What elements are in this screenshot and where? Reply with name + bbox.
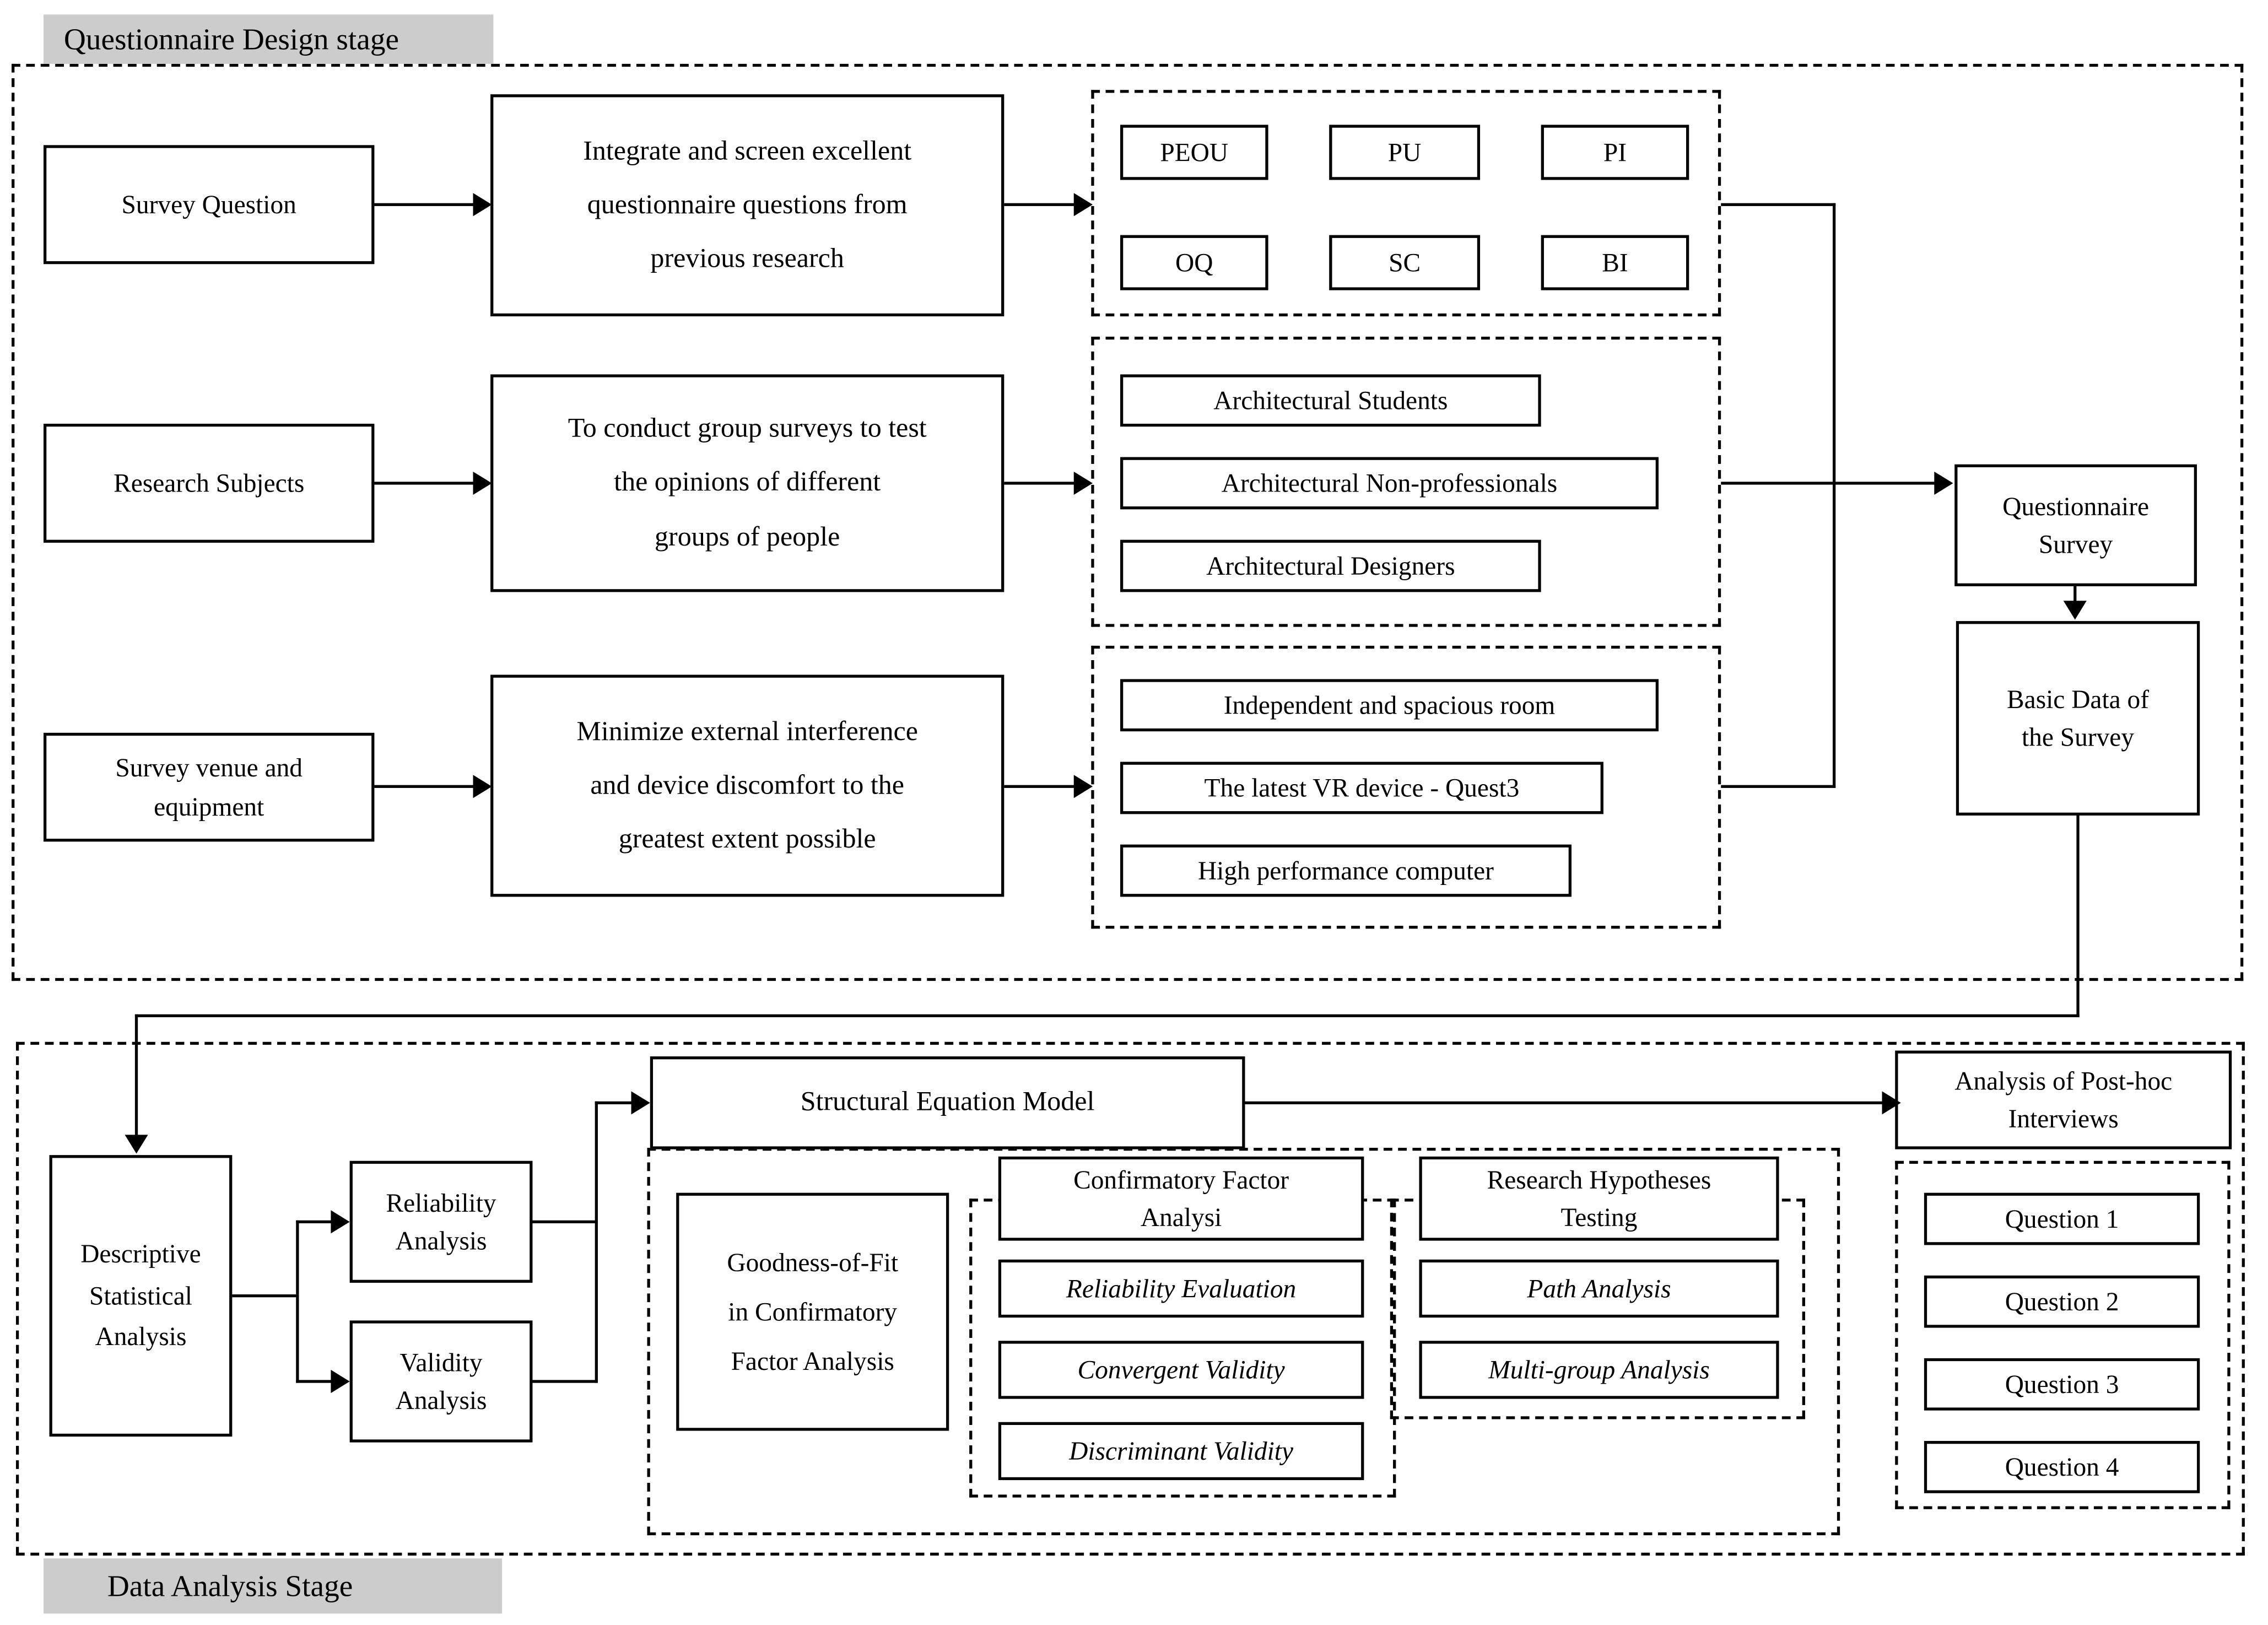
equipment-room: Independent and spacious room	[1120, 679, 1659, 732]
construct-sc: SC	[1329, 235, 1481, 290]
connector	[374, 482, 476, 485]
posthoc-interviews-box: Analysis of Post-hoc Interviews	[1895, 1050, 2232, 1149]
connector	[134, 1014, 138, 1138]
connector	[1004, 203, 1077, 206]
validity-analysis-box: Validity Analysis	[349, 1320, 533, 1443]
construct-bi: BI	[1541, 235, 1689, 290]
reliability-analysis-box: Reliability Analysis	[349, 1160, 533, 1283]
connector	[296, 1380, 333, 1383]
arrowhead-right	[1073, 193, 1093, 217]
arrowhead-down	[2063, 601, 2087, 620]
group-surveys-box: To conduct group surveys to test the opi…	[490, 374, 1005, 592]
cfa-title-box: Confirmatory Factor Analysi	[998, 1156, 1364, 1241]
question-1-box: Question 1	[1924, 1192, 2200, 1245]
stage1-label: Questionnaire Design stage	[44, 14, 494, 64]
reliability-evaluation-box: Reliability Evaluation	[998, 1259, 1364, 1318]
stage2-label: Data Analysis Stage	[44, 1558, 503, 1614]
arrowhead-down	[125, 1135, 148, 1154]
connector	[532, 1380, 598, 1383]
construct-pi: PI	[1541, 125, 1689, 180]
connector	[595, 1101, 633, 1105]
subjects-students: Architectural Students	[1120, 374, 1541, 427]
arrowhead-right	[1073, 775, 1093, 798]
arrowhead-right	[631, 1091, 650, 1115]
question-2-box: Question 2	[1924, 1275, 2200, 1328]
connector	[532, 1220, 598, 1223]
connector	[296, 1220, 299, 1383]
interviews-container	[1895, 1160, 2231, 1509]
connector	[374, 785, 476, 788]
convergent-validity-box: Convergent Validity	[998, 1341, 1364, 1399]
sem-box: Structural Equation Model	[650, 1056, 1245, 1149]
connector	[1004, 482, 1077, 485]
stage1-container	[12, 63, 2244, 981]
arrowhead-right	[473, 471, 492, 495]
construct-pu: PU	[1329, 125, 1481, 180]
connector	[2073, 586, 2077, 604]
path-analysis-box: Path Analysis	[1419, 1259, 1779, 1318]
subjects-nonprofessionals: Architectural Non-professionals	[1120, 457, 1659, 510]
questionnaire-survey-box: Questionnaire Survey	[1954, 464, 2197, 586]
question-4-box: Question 4	[1924, 1440, 2200, 1493]
arrowhead-right	[473, 193, 492, 217]
connector	[296, 1220, 333, 1223]
arrowhead-right	[1073, 471, 1093, 495]
discriminant-validity-box: Discriminant Validity	[998, 1422, 1364, 1481]
survey-question-box: Survey Question	[44, 145, 375, 264]
arrowhead-right	[331, 1369, 350, 1394]
connector	[2076, 815, 2080, 1018]
arrowhead-right	[331, 1210, 350, 1234]
descriptive-analysis-box: Descriptive Statistical Analysis	[49, 1155, 233, 1437]
connector	[374, 203, 476, 206]
integrate-questions-box: Integrate and screen excellent questionn…	[490, 94, 1005, 317]
connector	[134, 1014, 2080, 1018]
connector	[1832, 203, 1836, 788]
connector	[1721, 482, 1937, 485]
connector	[1721, 785, 1836, 788]
connector	[1245, 1101, 1884, 1105]
construct-oq: OQ	[1120, 235, 1268, 290]
basic-data-box: Basic Data of the Survey	[1956, 621, 2200, 816]
research-subjects-box: Research Subjects	[44, 423, 375, 543]
stage2-container	[15, 1041, 2245, 1556]
survey-venue-box: Survey venue and equipment	[44, 732, 375, 842]
multigroup-analysis-box: Multi-group Analysis	[1419, 1341, 1779, 1399]
construct-peou: PEOU	[1120, 125, 1268, 180]
question-3-box: Question 3	[1924, 1358, 2200, 1411]
connector	[595, 1101, 598, 1383]
goodness-of-fit-box: Goodness-of-Fit in Confirmatory Factor A…	[676, 1192, 949, 1431]
connector	[1004, 785, 1077, 788]
stage2-label-text: Data Analysis Stage	[107, 1568, 353, 1603]
connector	[232, 1294, 299, 1298]
minimize-interference-box: Minimize external interference and devic…	[490, 674, 1005, 897]
connector	[1721, 203, 1836, 206]
arrowhead-right	[1882, 1091, 1901, 1115]
arrowhead-right	[473, 775, 492, 798]
equipment-computer: High performance computer	[1120, 844, 1572, 897]
subjects-designers: Architectural Designers	[1120, 539, 1541, 592]
hypotheses-title-box: Research Hypotheses Testing	[1419, 1156, 1779, 1241]
equipment-vr-device: The latest VR device - Quest3	[1120, 762, 1603, 814]
stage1-label-text: Questionnaire Design stage	[63, 21, 399, 56]
arrowhead-right	[1934, 471, 1953, 495]
